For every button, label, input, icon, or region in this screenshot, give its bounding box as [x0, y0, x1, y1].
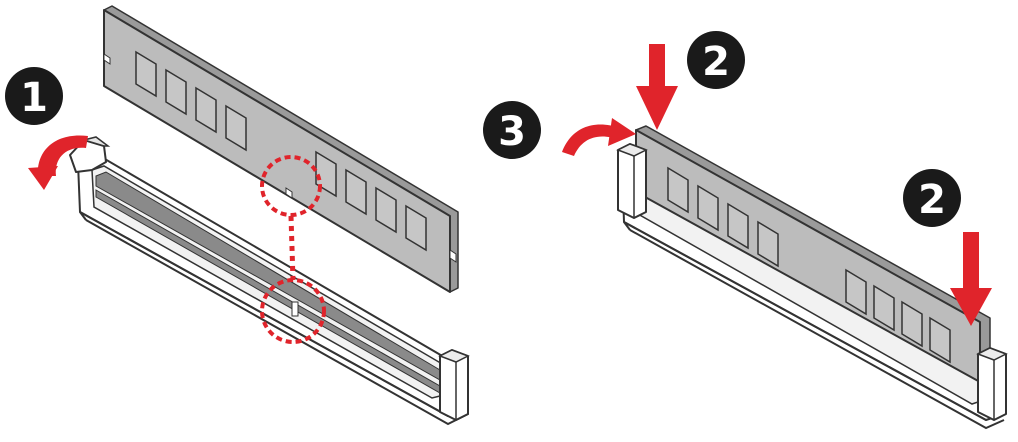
down-arrow-icon [636, 44, 678, 130]
dimm-slot-left [77, 154, 469, 426]
step-number-2: 2 [918, 177, 946, 223]
notch-alignment-marker [260, 155, 326, 344]
chip-row-right-2 [845, 268, 951, 364]
step-badge-3: 3 [483, 101, 541, 159]
chip-row-right-1 [667, 166, 779, 268]
step-badge-1: 1 [5, 67, 63, 125]
step-number-1: 1 [20, 75, 48, 121]
curved-arrow-icon [28, 135, 88, 190]
latch-right-closed-left-slot [438, 349, 470, 421]
chip-row-left-1 [135, 50, 247, 152]
latch-left-closed-right-slot [616, 143, 648, 219]
curved-arrow-icon [562, 118, 636, 156]
step-number-3: 3 [498, 109, 526, 155]
step-badge-2-right: 2 [903, 169, 961, 227]
step-badge-2-top: 2 [687, 31, 745, 89]
dashed-circle-icon [260, 155, 322, 217]
step-number-2: 2 [702, 39, 730, 85]
memory-module-left [103, 5, 459, 293]
latch-left-open [69, 136, 111, 173]
latch-right-closed-right-slot [976, 347, 1008, 421]
down-arrow-icon [950, 232, 992, 326]
memory-module-right [635, 125, 991, 383]
